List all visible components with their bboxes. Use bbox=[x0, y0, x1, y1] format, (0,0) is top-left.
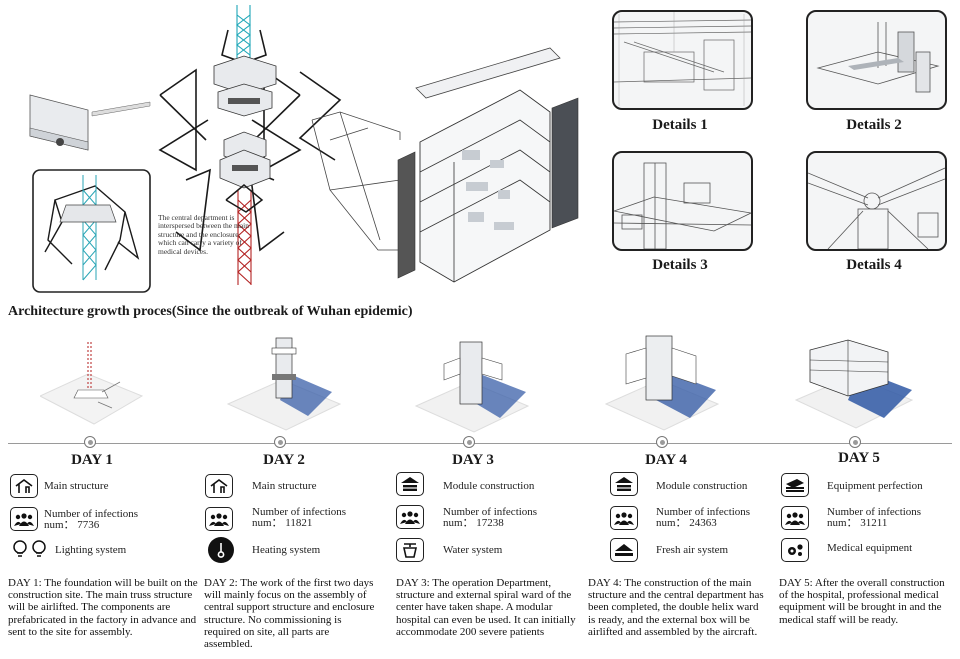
module-icon bbox=[610, 472, 638, 496]
day-4-item-1-label: Module construction bbox=[656, 480, 748, 492]
day-5-title: DAY 5 bbox=[838, 450, 880, 466]
lightbulb-icon bbox=[11, 539, 51, 561]
air-icon bbox=[610, 538, 638, 562]
day-1-infections-value: num： 7736 bbox=[44, 519, 100, 531]
stage-4-model bbox=[604, 335, 720, 431]
thermometer-icon bbox=[208, 537, 234, 563]
equipment-icon bbox=[781, 473, 809, 497]
day-5-description: DAY 5: After the overall construction of… bbox=[779, 577, 945, 626]
day-1-infections-label: Number of infections bbox=[44, 508, 139, 520]
day-2-item-3-label: Heating system bbox=[252, 544, 321, 556]
timeline-node-day-2 bbox=[274, 436, 286, 448]
central-tower-drawing bbox=[158, 5, 342, 285]
day-1-title: DAY 1 bbox=[71, 452, 113, 468]
house-icon bbox=[10, 474, 38, 498]
central-department-note: The central department is interspersed b… bbox=[158, 213, 250, 256]
gear-icon bbox=[781, 538, 809, 562]
day-3-infections-label: Number of infections bbox=[443, 506, 538, 518]
people-icon bbox=[205, 507, 233, 531]
module-icon bbox=[396, 472, 424, 496]
details-4-image bbox=[806, 151, 947, 251]
stage-2-model bbox=[226, 337, 342, 431]
people-icon bbox=[781, 506, 809, 530]
details-3-label: Details 3 bbox=[652, 257, 708, 273]
day-3-item-1-label: Module construction bbox=[443, 480, 535, 492]
day-4-description: DAY 4: The construction of the main stru… bbox=[588, 577, 764, 638]
growth-stage-models bbox=[40, 335, 914, 433]
hospital-exploded-axonometric bbox=[29, 5, 579, 293]
stage-1-model bbox=[40, 342, 144, 425]
details-2-image bbox=[806, 10, 947, 110]
day-1-item-1-label: Main structure bbox=[44, 480, 109, 492]
day-3-infections-value: num： 17238 bbox=[443, 517, 504, 529]
people-icon bbox=[396, 505, 424, 529]
people-icon bbox=[610, 506, 638, 530]
day-5-infections-label: Number of infections bbox=[827, 506, 922, 518]
day-3-item-3-label: Water system bbox=[443, 544, 503, 556]
stage-3-model bbox=[414, 341, 530, 433]
day-3-title: DAY 3 bbox=[452, 452, 494, 468]
timeline-node-day-1 bbox=[84, 436, 96, 448]
day-2-infections-label: Number of infections bbox=[252, 506, 347, 518]
stage-5-model bbox=[794, 339, 914, 429]
timeline-node-day-4 bbox=[656, 436, 668, 448]
day-4-item-3-label: Fresh air system bbox=[656, 544, 729, 556]
day-2-item-1-label: Main structure bbox=[252, 480, 317, 492]
inset-structure-drawing bbox=[32, 169, 151, 293]
details-1-image bbox=[612, 10, 753, 110]
details-3-image bbox=[612, 151, 753, 251]
day-2-title: DAY 2 bbox=[263, 452, 305, 468]
day-1-item-3-label: Lighting system bbox=[55, 544, 127, 556]
house-icon bbox=[205, 474, 233, 498]
details-4-label: Details 4 bbox=[846, 257, 902, 273]
water-icon bbox=[396, 538, 424, 562]
day-5-item-3-label: Medical equipment bbox=[827, 542, 913, 554]
details-2-label: Details 2 bbox=[846, 117, 902, 133]
day-4-infections-label: Number of infections bbox=[656, 506, 751, 518]
timeline-node-day-5 bbox=[849, 436, 861, 448]
day-3-description: DAY 3: The operation Department, structu… bbox=[396, 577, 576, 638]
day-2-infections-value: num： 11821 bbox=[252, 517, 313, 529]
day-4-title: DAY 4 bbox=[645, 452, 687, 468]
section-title: Architecture growth proces(Since the out… bbox=[8, 304, 413, 319]
details-1-label: Details 1 bbox=[652, 117, 708, 133]
people-icon bbox=[10, 507, 38, 531]
enclosure-panel-drawing bbox=[29, 94, 151, 151]
module-building-drawing bbox=[311, 47, 579, 283]
timeline-node-day-3 bbox=[463, 436, 475, 448]
day-2-description: DAY 2: The work of the first two days wi… bbox=[204, 577, 375, 651]
day-1-description: DAY 1: The foundation will be built on t… bbox=[8, 577, 198, 638]
day-5-item-1-label: Equipment perfection bbox=[827, 480, 923, 492]
timeline-axis bbox=[8, 443, 952, 444]
day-5-infections-value: num： 31211 bbox=[827, 517, 888, 529]
day-4-infections-value: num： 24363 bbox=[656, 517, 717, 529]
